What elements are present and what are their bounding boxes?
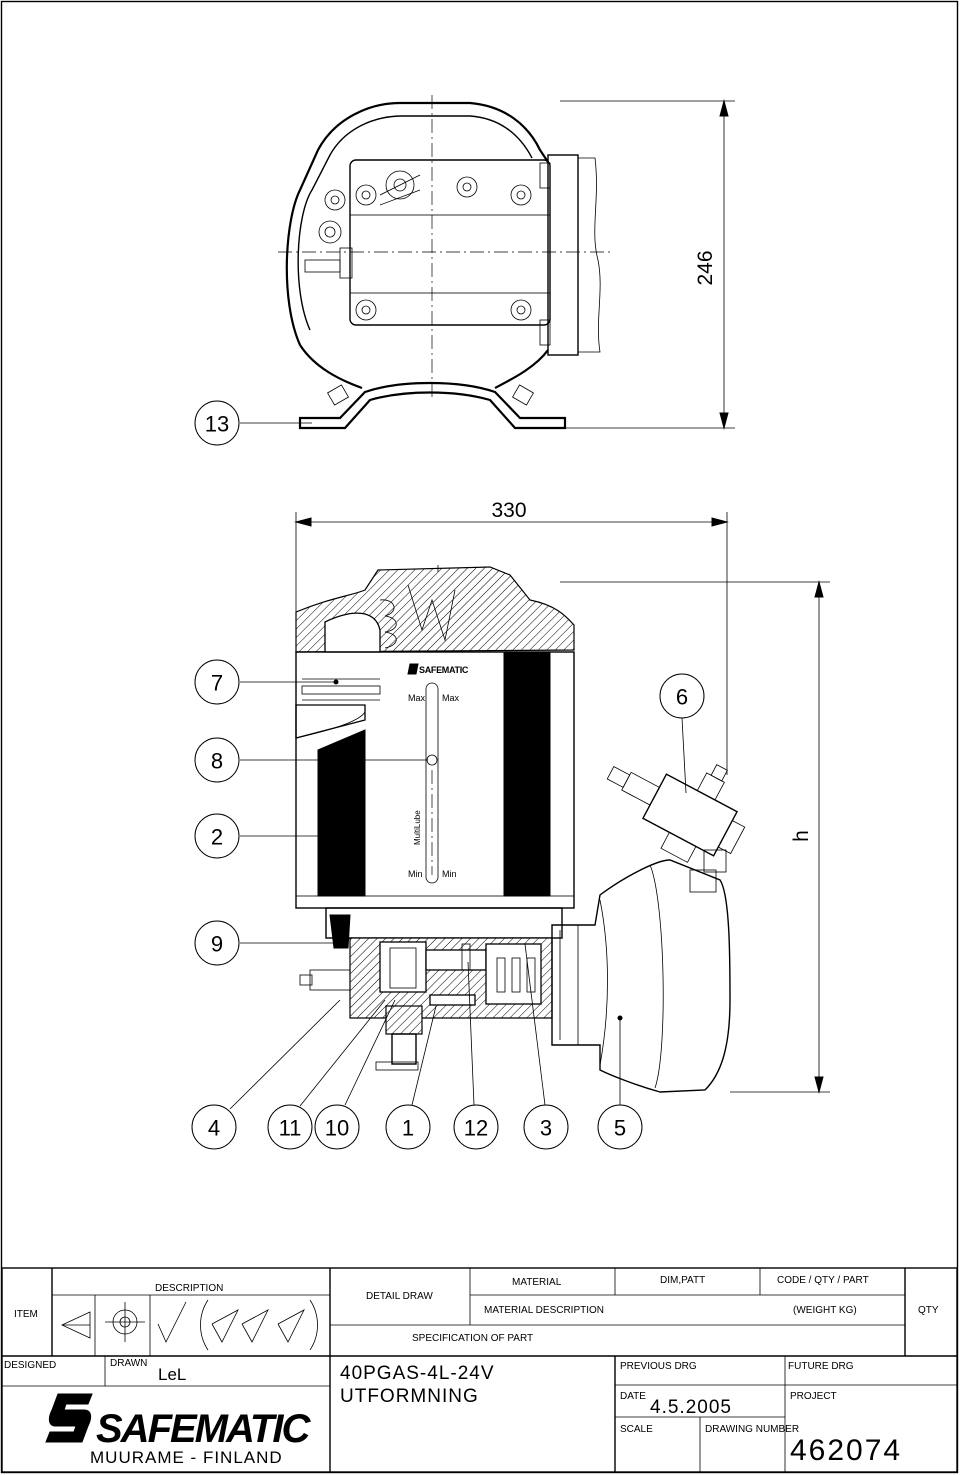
tb-drawing-number-label: DRAWING NUMBER xyxy=(705,1424,799,1435)
item-balloon-8: 8 xyxy=(194,737,428,783)
tb-designed: DESIGNED xyxy=(4,1360,56,1371)
tb-material: MATERIAL xyxy=(512,1277,562,1288)
item-balloon-2: 2 xyxy=(194,813,318,859)
dimension-246-label: 246 xyxy=(694,250,717,285)
top-view xyxy=(278,95,610,430)
tb-future-drg: FUTURE DRG xyxy=(788,1361,854,1372)
tb-drawing-number: 462074 xyxy=(790,1434,902,1467)
tb-date-label: DATE xyxy=(620,1391,646,1402)
tb-title-line1: 40PGAS-4L-24V xyxy=(340,1363,495,1384)
svg-text:9: 9 xyxy=(211,932,223,957)
item-balloon-3: 3 xyxy=(523,943,569,1150)
dimension-330-label: 330 xyxy=(491,499,526,522)
item-balloon-7: 7 xyxy=(194,659,339,705)
item-balloon-6: 6 xyxy=(659,673,705,794)
item-balloon-9: 9 xyxy=(194,920,334,966)
tb-company-location: MUURAME - FINLAND xyxy=(90,1448,283,1467)
side-view: SAFEMATIC Max Max Min Min MultiLube xyxy=(295,565,746,1093)
company-logo-text: SAFEMATIC xyxy=(96,1407,311,1451)
safematic-logo: SAFEMATIC xyxy=(45,1393,313,1451)
svg-text:12: 12 xyxy=(464,1116,488,1141)
svg-text:2: 2 xyxy=(211,825,223,850)
svg-text:13: 13 xyxy=(205,412,229,437)
dimension-246: 246 xyxy=(560,99,735,430)
tb-material-description: MATERIAL DESCRIPTION xyxy=(484,1305,604,1316)
tb-title-line2: UTFORMNING xyxy=(340,1386,479,1407)
item-balloon-4: 4 xyxy=(191,999,341,1150)
tb-drawn: DRAWN xyxy=(110,1358,147,1369)
tb-item: ITEM xyxy=(14,1309,38,1320)
title-block: ITEM DESCRIPTION DETAIL DRAW MATERIAL DI… xyxy=(1,1267,958,1473)
item-balloon-13: 13 xyxy=(194,400,312,446)
dimension-h: h xyxy=(560,580,830,1094)
tb-qty: QTY xyxy=(918,1305,939,1316)
svg-text:11: 11 xyxy=(279,1116,302,1141)
dimension-h-label: h xyxy=(790,830,813,842)
svg-text:10: 10 xyxy=(325,1116,349,1141)
svg-text:8: 8 xyxy=(211,749,223,774)
tb-detail-draw: DETAIL DRAW xyxy=(366,1291,433,1302)
tb-project: PROJECT xyxy=(790,1391,837,1402)
product-brand: MultiLube xyxy=(413,810,422,845)
svg-text:5: 5 xyxy=(614,1116,626,1141)
level-max-left: Max xyxy=(408,693,426,703)
tb-drawn-by: LeL xyxy=(158,1365,186,1384)
tb-scale: SCALE xyxy=(620,1424,653,1435)
item-balloon-11: 11 xyxy=(267,999,386,1150)
svg-text:6: 6 xyxy=(676,685,688,710)
tb-date-value: 4.5.2005 xyxy=(650,1397,732,1418)
svg-text:4: 4 xyxy=(208,1116,220,1141)
level-max-right: Max xyxy=(442,693,460,703)
svg-text:SAFEMATIC: SAFEMATIC xyxy=(419,665,469,675)
svg-text:1: 1 xyxy=(402,1116,414,1141)
item-balloon-5: 5 xyxy=(597,1015,643,1150)
tb-description: DESCRIPTION xyxy=(155,1283,223,1294)
item-balloon-12: 12 xyxy=(453,961,499,1150)
tb-previous-drg: PREVIOUS DRG xyxy=(620,1361,697,1372)
item-balloon-10: 10 xyxy=(314,999,396,1150)
level-min-right: Min xyxy=(442,869,457,879)
tb-code-qty-part: CODE / QTY / PART xyxy=(777,1275,869,1286)
tb-weight: (WEIGHT KG) xyxy=(793,1305,857,1316)
item-balloon-1: 1 xyxy=(385,1005,437,1150)
svg-text:3: 3 xyxy=(540,1116,552,1141)
level-min-left: Min xyxy=(408,869,423,879)
svg-text:7: 7 xyxy=(211,671,223,696)
tb-dim-patt: DIM,PATT xyxy=(660,1275,705,1286)
tb-specification: SPECIFICATION OF PART xyxy=(412,1333,533,1344)
